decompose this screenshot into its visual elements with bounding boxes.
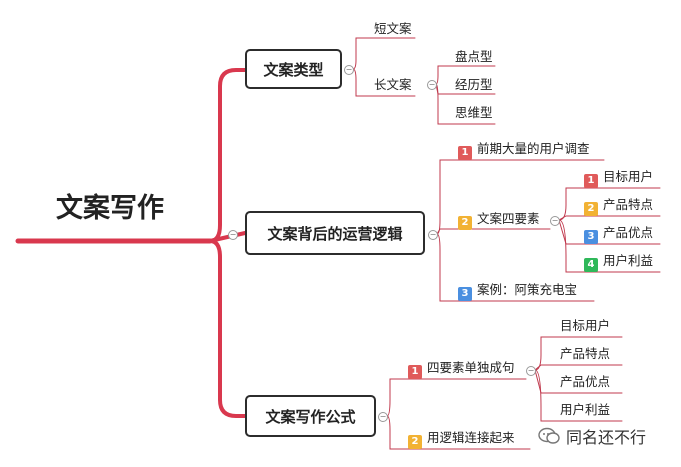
node-four-elements-label: 文案四要素 — [477, 211, 540, 226]
collapse-toggle-icon[interactable]: − — [344, 65, 354, 75]
node-short-copy[interactable]: 短文案 — [374, 21, 412, 36]
priority-1-icon: 1 — [408, 365, 422, 379]
node-user-benefits[interactable]: 4 用户利益 — [584, 253, 653, 272]
node-f-product-features[interactable]: 产品特点 — [560, 346, 611, 361]
node-logic-connect[interactable]: 2 用逻辑连接起来 — [408, 430, 515, 449]
node-f-product-advantages[interactable]: 产品优点 — [560, 374, 611, 389]
branch-copy-types[interactable]: 文案类型 — [245, 49, 342, 89]
node-product-advantages[interactable]: 3 产品优点 — [584, 225, 653, 244]
connector-line — [208, 239, 247, 418]
connector-line — [534, 369, 623, 422]
node-target-user[interactable]: 1 目标用户 — [584, 169, 653, 188]
node-four-elements-sentences-label: 四要素单独成句 — [427, 360, 515, 375]
connector-line — [534, 336, 623, 371]
node-case-study[interactable]: 3 案例：阿策充电宝 — [458, 282, 577, 301]
priority-2-icon: 2 — [584, 202, 598, 216]
branch-operation-logic[interactable]: 文案背后的运营逻辑 — [245, 211, 425, 255]
node-thinking-type[interactable]: 思维型 — [455, 105, 493, 120]
connector-line — [208, 68, 247, 243]
node-product-advantages-label: 产品优点 — [603, 225, 654, 240]
priority-3-icon: 3 — [584, 230, 598, 244]
node-f-target-user[interactable]: 目标用户 — [560, 318, 611, 333]
connector-line — [386, 378, 527, 417]
connector-line — [534, 364, 623, 371]
collapse-toggle-icon[interactable]: − — [378, 412, 388, 422]
node-f-user-benefits[interactable]: 用户利益 — [560, 402, 611, 417]
connector-line — [436, 228, 551, 235]
node-user-research[interactable]: 1 前期大量的用户调查 — [458, 141, 590, 160]
collapse-toggle-icon[interactable]: − — [228, 230, 238, 240]
priority-2-icon: 2 — [408, 435, 422, 449]
connector-line — [558, 215, 661, 221]
connector-line — [558, 219, 661, 273]
collapse-toggle-icon[interactable]: − — [550, 216, 560, 226]
node-user-research-label: 前期大量的用户调查 — [477, 141, 590, 156]
collapse-toggle-icon[interactable]: − — [428, 230, 438, 240]
node-logic-connect-label: 用逻辑连接起来 — [427, 430, 515, 445]
connector-line — [558, 187, 661, 221]
watermark-text: 同名还不行 — [566, 428, 647, 447]
root-topic[interactable]: 文案写作 — [56, 193, 164, 224]
node-case-study-label: 案例：阿策充电宝 — [477, 282, 578, 297]
node-four-elements[interactable]: 2 文案四要素 — [458, 211, 540, 230]
node-experience-type[interactable]: 经历型 — [455, 77, 493, 92]
priority-1-icon: 1 — [458, 146, 472, 160]
node-product-features-label: 产品特点 — [603, 197, 654, 212]
priority-3-icon: 3 — [458, 287, 472, 301]
priority-2-icon: 2 — [458, 216, 472, 230]
node-user-benefits-label: 用户利益 — [603, 253, 654, 268]
watermark: 同名还不行 — [538, 424, 646, 448]
node-four-elements-sentences[interactable]: 1 四要素单独成句 — [408, 360, 515, 379]
node-long-copy[interactable]: 长文案 — [374, 77, 412, 92]
node-target-user-label: 目标用户 — [603, 169, 654, 184]
connector-line — [208, 231, 247, 243]
collapse-toggle-icon[interactable]: − — [427, 80, 437, 90]
collapse-toggle-icon[interactable]: − — [526, 366, 536, 376]
node-product-features[interactable]: 2 产品特点 — [584, 197, 653, 216]
chat-bubble-icon — [538, 427, 560, 444]
priority-4-icon: 4 — [584, 258, 598, 272]
connector-line — [352, 37, 416, 70]
node-inventory-type[interactable]: 盘点型 — [455, 49, 493, 64]
branch-writing-formula[interactable]: 文案写作公式 — [245, 395, 376, 437]
priority-1-icon: 1 — [584, 174, 598, 188]
